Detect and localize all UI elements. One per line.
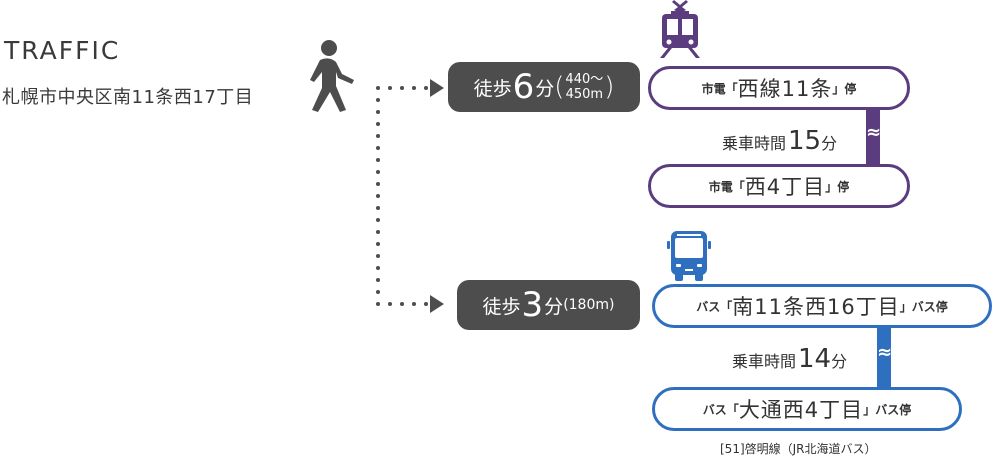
tram-icon xyxy=(660,0,700,58)
walk-unit: 分 xyxy=(535,77,555,100)
ride-unit: 分 xyxy=(821,134,838,153)
stop-name: 南11条西16丁目 xyxy=(732,295,900,319)
tram-ride-line xyxy=(866,100,880,170)
wave-break-icon: ≈ xyxy=(866,122,882,143)
walk-unit: 分 xyxy=(544,295,564,318)
stop-suffix: 」停 xyxy=(832,81,857,96)
walk-minutes: 3 xyxy=(521,285,544,325)
bus-departure-stop: バス「 南11条西16丁目 」バス停 xyxy=(652,284,992,328)
person-walking-icon xyxy=(310,40,354,112)
page-title: TRAFFIC xyxy=(4,36,121,65)
tram-departure-stop: 市電「 西線11条 」停 xyxy=(648,66,910,110)
stop-name: 西線11条 xyxy=(737,77,833,101)
distance-open-paren: ( xyxy=(554,72,565,102)
bus-ride-time: 乗車時間 14 分 xyxy=(732,344,847,374)
ride-label: 乗車時間 xyxy=(732,352,797,371)
ride-minutes: 14 xyxy=(798,344,832,374)
stop-prefix: 市電「 xyxy=(708,179,745,194)
ride-unit: 分 xyxy=(831,352,848,371)
bus-line-note: [51]啓明線（JR北海道バス） xyxy=(720,442,877,456)
wave-break-icon: ≈ xyxy=(877,342,893,363)
stop-name: 大通西4丁目 xyxy=(738,398,864,422)
stop-suffix: 」バス停 xyxy=(899,299,948,314)
walk-distance-line2: 450m xyxy=(565,87,604,102)
walk-distance: (180m) xyxy=(563,297,615,313)
distance-close-paren: ) xyxy=(604,72,615,102)
stop-suffix: 」バス停 xyxy=(863,402,912,417)
walk-time-badge-tram: 徒歩 6 分 ( 440〜 450m ) xyxy=(448,62,640,112)
stop-name: 西4丁目 xyxy=(744,175,826,199)
stop-prefix: バス「 xyxy=(696,299,733,314)
stop-suffix: 」停 xyxy=(825,179,850,194)
bus-arrival-stop: バス「 大通西4丁目 」バス停 xyxy=(652,387,962,431)
walk-minutes: 6 xyxy=(512,67,535,107)
tram-ride-time: 乗車時間 15 分 xyxy=(722,126,837,156)
ride-minutes: 15 xyxy=(788,126,822,156)
stop-prefix: バス「 xyxy=(702,402,739,417)
stop-prefix: 市電「 xyxy=(701,81,738,96)
walk-time-badge-bus: 徒歩 3 分 (180m) xyxy=(457,280,640,330)
address: 札幌市中央区南11条西17丁目 xyxy=(2,87,254,108)
ride-label: 乗車時間 xyxy=(722,134,787,153)
walk-label: 徒歩 xyxy=(473,77,512,100)
walk-label: 徒歩 xyxy=(482,295,521,318)
walk-route-connector xyxy=(376,79,444,313)
bus-icon xyxy=(667,231,711,281)
walk-distance-line1: 440〜 xyxy=(565,72,604,87)
bus-ride-line xyxy=(877,320,891,392)
tram-arrival-stop: 市電「 西4丁目 」停 xyxy=(648,164,910,208)
